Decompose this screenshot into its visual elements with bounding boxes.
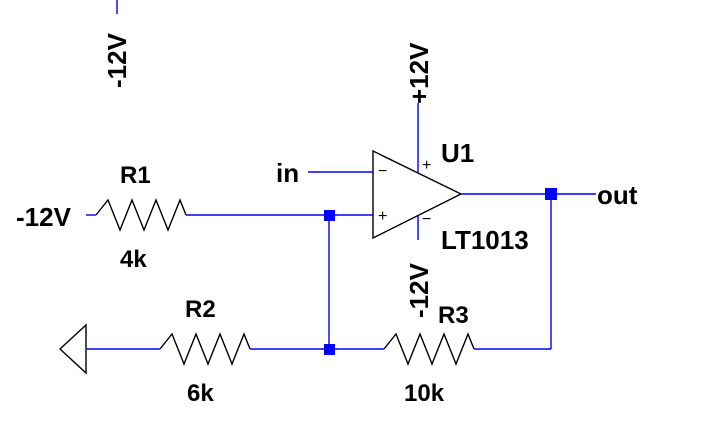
- r1-source-label: -12V: [16, 202, 72, 232]
- junction-feedback: [324, 344, 335, 355]
- resistor-r3: [383, 332, 475, 366]
- resistor-r1: [95, 198, 187, 232]
- input-net-label: in: [276, 158, 299, 188]
- r1-value-label: 4k: [120, 246, 147, 273]
- opamp-inverting-sign: −: [378, 163, 387, 180]
- r3-ref-label: R3: [438, 302, 469, 329]
- r3-value-label: 10k: [404, 380, 445, 407]
- r1-ref-label: R1: [120, 162, 151, 189]
- output-net-label: out: [597, 180, 638, 210]
- resistor-r2: [159, 332, 251, 366]
- opamp-triangle: [372, 149, 463, 240]
- top-supply-label: -12V: [102, 32, 132, 88]
- opamp-part-label: LT1013: [441, 225, 529, 255]
- opamp-plus-rail-label: +12V: [404, 42, 434, 104]
- opamp-noninverting-sign: +: [378, 208, 387, 225]
- r2-value-label: 6k: [187, 380, 214, 407]
- r2-ref-label: R2: [185, 296, 216, 323]
- opamp-ref-label: U1: [441, 138, 474, 168]
- opamp-supply-minus-sign: −: [422, 211, 431, 228]
- ground-icon: [58, 323, 87, 375]
- opamp-supply-plus-sign: +: [422, 157, 431, 174]
- opamp-minus-rail-label: -12V: [404, 262, 434, 318]
